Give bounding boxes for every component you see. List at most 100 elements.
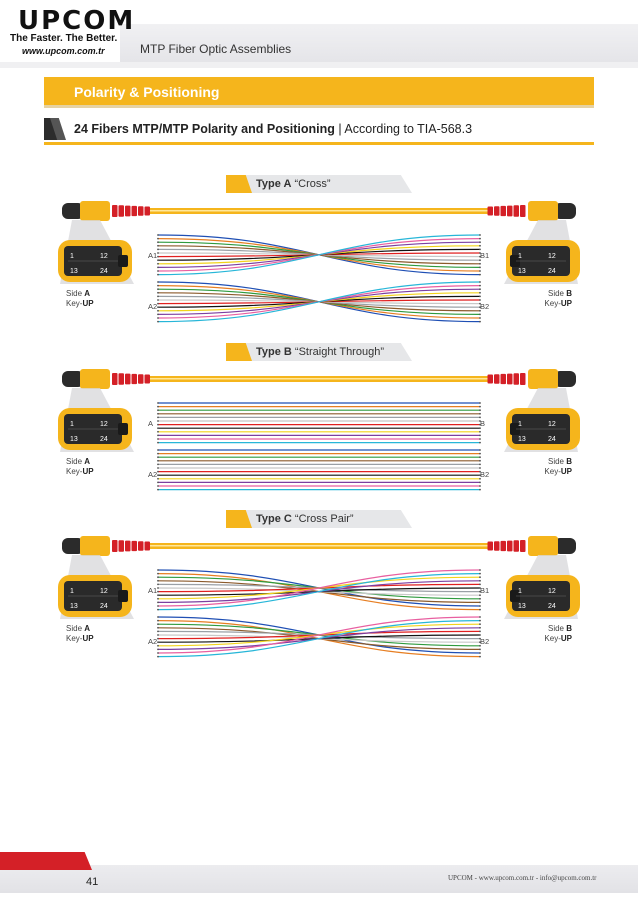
type-label-flag [226, 510, 252, 528]
connector-label-24: 24 [548, 603, 556, 610]
left-boot-ridge [112, 205, 118, 217]
fiber-dot [479, 467, 481, 469]
fiber-dot [157, 637, 159, 640]
fiber-dot [157, 605, 159, 607]
side-b-key-prefix: Key- [544, 467, 561, 476]
type-label-rest: “Cross” [291, 178, 331, 190]
left-boot-ridge [112, 540, 118, 552]
fiber-line [157, 620, 481, 658]
fiber-dot [479, 291, 481, 294]
fiber-group-label: A2 [148, 470, 157, 479]
type-label-bold: Type C [256, 513, 292, 525]
fiber-dot [157, 299, 159, 301]
fiber-dot [157, 255, 159, 258]
side-b-key-prefix: Key- [544, 634, 561, 643]
side-b-key: UP [560, 634, 572, 643]
fiber-dot [157, 241, 159, 244]
left-boot-ridge [118, 373, 124, 385]
fiber-dot [479, 288, 481, 291]
connector-label-12: 12 [548, 253, 556, 260]
type-label-band [226, 343, 412, 361]
side-b-letter: B [566, 457, 572, 466]
fiber-dot [479, 463, 481, 466]
fiber-dot [157, 619, 159, 622]
connector-label-13: 13 [70, 603, 78, 610]
fiber-dot [479, 652, 481, 654]
fiber-dot [157, 317, 159, 319]
left-boot-ridge [138, 541, 144, 551]
fiber-dot [157, 295, 159, 298]
fiber-dot [479, 587, 481, 589]
fiber-group-a1-b1 [157, 234, 481, 276]
fiber-dot [157, 248, 159, 251]
fiber-dot [157, 485, 159, 487]
side-b-prefix: Side [547, 624, 567, 633]
type-label-band [226, 175, 412, 193]
fiber-group-label: A1 [148, 251, 157, 260]
fiber-dot [479, 237, 481, 240]
fiber-cable-shine [150, 210, 488, 212]
fiber-group-a1-b1 [157, 402, 481, 444]
side-b-prefix: Side [547, 457, 567, 466]
footer-band [0, 865, 638, 893]
fiber-group-a1-b1 [157, 569, 481, 611]
side-a-letter: A [84, 289, 91, 298]
type-label-flag [226, 175, 252, 193]
left-boot-ridge [131, 373, 137, 385]
right-boot-ridge [487, 541, 493, 551]
left-boot-ridge [118, 205, 124, 217]
fiber-dot [479, 459, 481, 462]
fiber-dot [479, 655, 481, 658]
type-label-band [226, 510, 412, 528]
side-a-key: UP [82, 299, 94, 308]
right-boot-ridge [513, 373, 519, 385]
left-boot-ridge [125, 540, 131, 552]
fiber-dot [479, 488, 481, 491]
fiber-dot [479, 416, 481, 419]
fiber-dot [157, 313, 159, 316]
left-plug-housing [80, 201, 110, 221]
fiber-dot [157, 237, 159, 240]
fiber-group-a2-b2 [157, 616, 481, 658]
fiber-dot [479, 449, 481, 451]
left-boot-ridge [125, 373, 131, 385]
fiber-group-label: B1 [480, 251, 489, 260]
logo-tagline: The Faster. The Better. [10, 33, 118, 44]
fiber-dot [157, 281, 159, 283]
fiber-group-label: B [480, 419, 485, 428]
fiber-dot [479, 608, 481, 611]
right-boot-ridge [507, 540, 513, 552]
fiber-dot [479, 255, 481, 258]
fiber-dot [479, 644, 481, 647]
fiber-dot [479, 569, 481, 571]
fiber-dot [157, 474, 159, 477]
fiber-dot [157, 306, 159, 309]
fiber-dot [479, 262, 481, 265]
fiber-dot [479, 244, 481, 247]
fiber-dot [157, 616, 159, 618]
fiber-dot [479, 409, 481, 412]
subtitle-rest: | According to TIA-568.3 [334, 122, 473, 136]
fiber-dot [157, 594, 159, 597]
fiber-dot [157, 438, 159, 440]
subtitle-bold: 24 Fibers MTP/MTP Polarity and Positioni… [74, 122, 335, 136]
left-boot-ridge [112, 373, 118, 385]
type-label-bold: Type B [256, 346, 292, 358]
fiber-cable-shine [150, 545, 488, 547]
type-label: Type C “Cross Pair” [256, 513, 354, 525]
fiber-group-label: B1 [480, 586, 489, 595]
fiber-dot [479, 579, 481, 582]
fiber-dot [479, 434, 481, 437]
side-b-prefix: Side [547, 289, 567, 298]
fiber-group-label: A2 [148, 302, 157, 311]
connector-key-slot [118, 590, 128, 602]
right-boot-ridge [494, 541, 500, 551]
left-plug-end [62, 203, 84, 219]
